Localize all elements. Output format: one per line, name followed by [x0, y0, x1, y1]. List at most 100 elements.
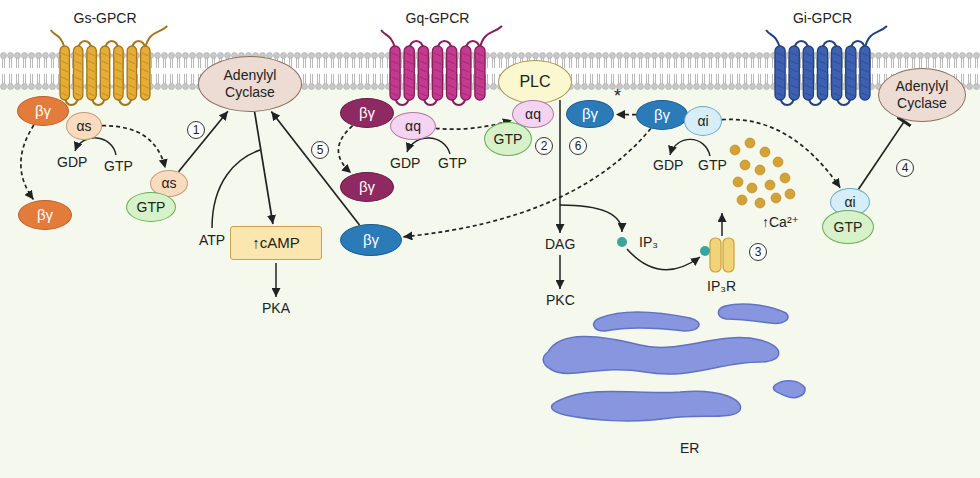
- helix-stripe: [88, 53, 94, 56]
- helix-stripe: [392, 85, 399, 88]
- helix-stripe: [777, 53, 784, 56]
- beta-gamma-subunit: βγ: [17, 96, 69, 126]
- helix-stripe: [88, 69, 94, 72]
- helix-stripe: [392, 53, 399, 56]
- receptor-helices: [765, 36, 880, 108]
- helix-stripe: [88, 85, 94, 88]
- helix-stripe: [448, 53, 455, 56]
- dashed-arrow: [21, 125, 34, 200]
- helix-stripe: [75, 85, 81, 88]
- helix-stripe: [847, 93, 854, 96]
- helix-stripe: [819, 69, 826, 72]
- helix-stripe: [847, 85, 854, 88]
- helix-stripe: [476, 53, 483, 56]
- node-text: βγ: [359, 178, 375, 196]
- helix-stripe: [392, 77, 399, 80]
- node-text: αi: [844, 194, 855, 211]
- helix-stripe: [115, 93, 121, 96]
- helix: [141, 46, 150, 100]
- node-text: βγ: [359, 104, 375, 122]
- helix-stripe: [406, 61, 413, 64]
- helix: [475, 46, 485, 100]
- gtp-oval: GTP: [126, 192, 176, 222]
- helix-stripe: [434, 69, 441, 72]
- helix: [447, 46, 457, 100]
- helix-stripe: [75, 61, 81, 64]
- node-text: GTP: [494, 131, 523, 148]
- helix-stripe: [805, 69, 812, 72]
- helix-stripe: [833, 53, 840, 56]
- helix-stripe: [420, 61, 427, 64]
- text-label: GTP: [104, 158, 133, 174]
- text-label: ↑Ca²⁺: [762, 214, 799, 230]
- helix-stripe: [791, 69, 798, 72]
- helix-stripe: [861, 93, 868, 96]
- helix-stripe: [476, 77, 483, 80]
- tail: [51, 30, 65, 48]
- helix: [803, 46, 813, 100]
- pathway-lines: [212, 100, 722, 297]
- helix-stripe: [102, 93, 108, 96]
- messenger-box: ↑cAMP: [230, 226, 322, 260]
- helix-stripe: [861, 61, 868, 64]
- helix: [418, 46, 428, 100]
- text-label: IP₃: [639, 234, 658, 250]
- node-text: αs: [76, 118, 91, 135]
- helix-stripe: [102, 85, 108, 88]
- helix-stripe: [129, 69, 135, 72]
- helix-stripe: [62, 93, 68, 96]
- helix: [461, 46, 471, 100]
- helix-stripe: [434, 77, 441, 80]
- text-label: PKC: [546, 292, 575, 308]
- helix-stripe: [833, 85, 840, 88]
- helix-stripe: [420, 69, 427, 72]
- helix: [87, 46, 96, 100]
- node-text: βγ: [654, 106, 670, 124]
- alpha-subunit: αq: [390, 112, 436, 140]
- helix-stripe: [777, 93, 784, 96]
- helix-stripe: [406, 69, 413, 72]
- helix-stripe: [62, 69, 68, 72]
- text-label: GDP: [57, 154, 87, 170]
- helix-stripe: [847, 61, 854, 64]
- dashed-arrow: [722, 119, 840, 187]
- helix-stripe: [62, 77, 68, 80]
- dashed-arrow: [338, 126, 352, 173]
- text-label: PKA: [262, 300, 290, 316]
- helix-stripe: [75, 53, 81, 56]
- helix: [114, 46, 123, 100]
- helix-stripe: [777, 61, 784, 64]
- node-text: βγ: [582, 105, 598, 123]
- helix-stripe: [791, 85, 798, 88]
- helix-stripe: [406, 85, 413, 88]
- arrow: [271, 111, 359, 225]
- callout-number: 6: [569, 137, 587, 155]
- helix: [775, 46, 785, 100]
- receptor-helices: [50, 36, 160, 108]
- node-text: βγ: [37, 206, 53, 224]
- helix-stripe: [805, 85, 812, 88]
- text-label: IP₃R: [707, 278, 736, 294]
- helix-stripe: [448, 61, 455, 64]
- helix-group: [766, 26, 887, 105]
- helix-stripe: [62, 85, 68, 88]
- gpcr-receptor: Gq-GPCR: [380, 8, 495, 108]
- helix-stripe: [392, 69, 399, 72]
- tail: [865, 26, 887, 48]
- beta-gamma-subunit: βγ: [340, 98, 394, 128]
- tail: [381, 30, 395, 48]
- helix-stripe: [102, 77, 108, 80]
- helix-stripe: [791, 61, 798, 64]
- helix-stripe: [142, 61, 148, 64]
- helix-stripe: [62, 53, 68, 56]
- beta-gamma-subunit: βγ: [636, 100, 688, 130]
- helix: [846, 46, 856, 100]
- helix: [100, 46, 109, 100]
- helix-stripe: [833, 77, 840, 80]
- helix-stripe: [861, 53, 868, 56]
- beta-gamma-subunit: βγ: [340, 224, 402, 256]
- node-text: Gi-GPCR: [765, 10, 880, 27]
- ip3-molecule: [617, 237, 627, 247]
- calcium-ions: [730, 138, 795, 208]
